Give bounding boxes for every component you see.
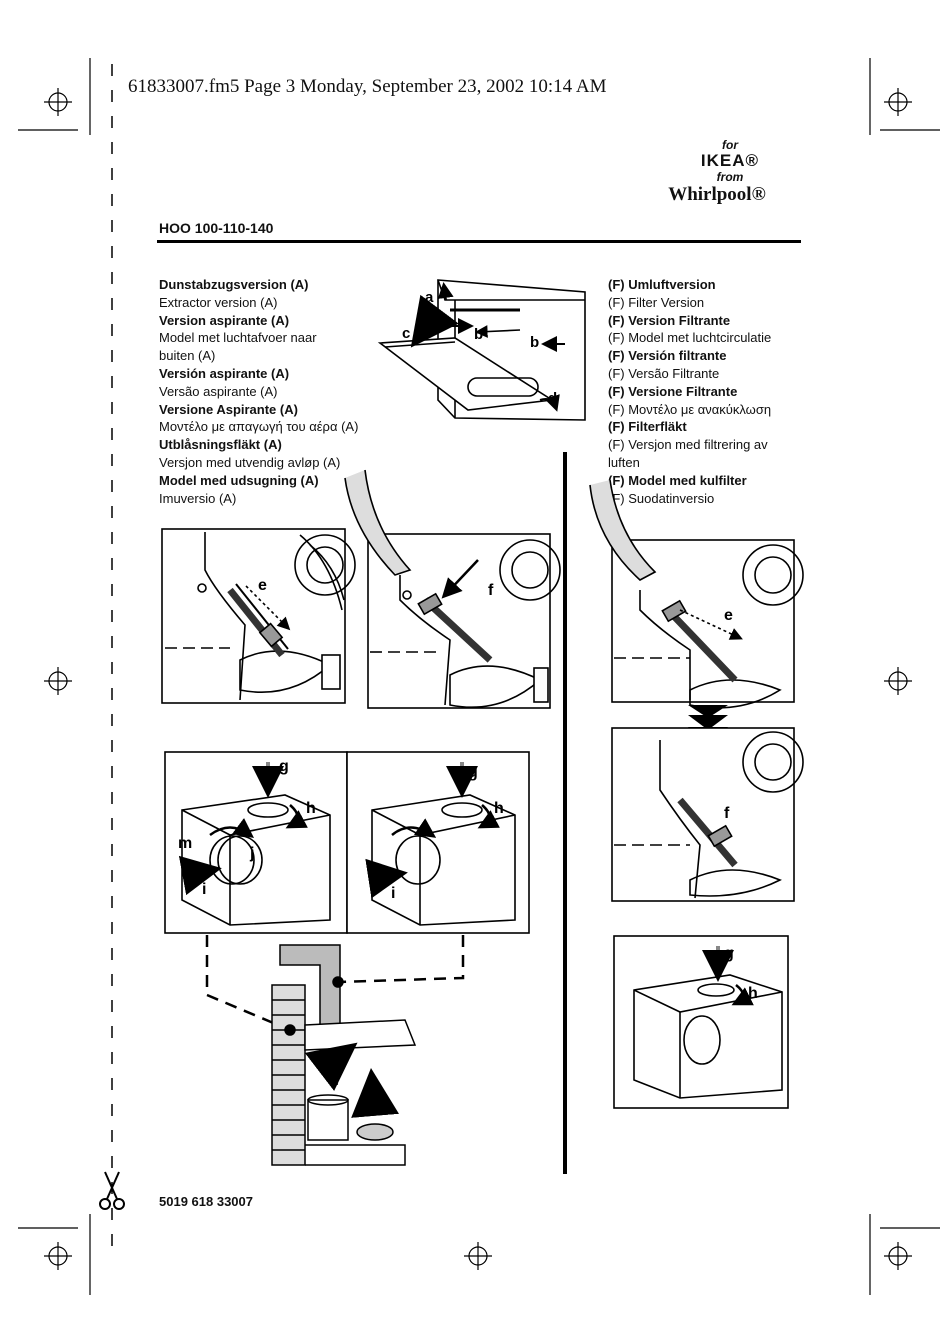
motor-panel-right	[346, 751, 530, 934]
label-e-right: e	[724, 607, 733, 624]
motor-panel-left-labels: g h m j i	[178, 758, 316, 898]
motor-panel-right-labels: g h i	[391, 764, 504, 902]
label-e-left: e	[258, 577, 267, 594]
document-number: 5019 618 33007	[159, 1194, 253, 1209]
language-line: Extractor version (A)	[159, 294, 278, 310]
label-f-right: f	[724, 805, 730, 822]
label-g1: g	[279, 758, 289, 775]
label-j: j	[249, 845, 254, 862]
language-line: Version aspirante (A)	[159, 312, 290, 328]
bulb-removal-panel-f	[344, 469, 561, 709]
title-rule	[157, 240, 801, 243]
language-line: Imuversio (A)	[159, 490, 237, 506]
label-b2: b	[530, 334, 539, 351]
language-line: Versión aspirante (A)	[159, 365, 290, 381]
label-i1: i	[202, 881, 206, 898]
brand-for: for	[722, 138, 738, 152]
label-f-left: f	[488, 582, 494, 599]
scissors-icon	[99, 1171, 125, 1210]
brand-ikea: IKEA®	[700, 151, 760, 170]
label-g3: g	[724, 945, 734, 962]
label-h3: h	[748, 985, 758, 1002]
hood-diagram	[377, 279, 586, 421]
language-line: (F) Version Filtrante	[608, 312, 731, 328]
language-line: (F) Filter Version	[608, 294, 705, 310]
language-line: Versão aspirante (A)	[159, 383, 278, 399]
language-line: (F) Model med kulfilter	[608, 472, 747, 488]
filter-bulb-panel-f	[611, 727, 804, 902]
language-line: buiten (A)	[159, 348, 216, 364]
filter-bulb-panel-e	[589, 479, 804, 709]
column-divider	[563, 452, 567, 1174]
filter-cover-labels: g h	[724, 945, 758, 1002]
language-line: Μοντέλο με απαγωγή του αέρα (A)	[159, 419, 359, 435]
language-line: (F) Versjon med filtrering av	[608, 437, 768, 453]
extractor-version-list: Dunstabzugsversion (A) Extractor version …	[159, 276, 358, 507]
language-line: Dunstabzugsversion (A)	[159, 277, 309, 292]
label-a: a	[425, 289, 434, 306]
language-line: (F) Filterfläkt	[608, 419, 687, 435]
label-b1: b	[474, 326, 483, 343]
language-line: (F) Versione Filtrante	[608, 383, 738, 399]
label-h1: h	[306, 800, 316, 817]
bulb-removal-panel-e	[161, 528, 356, 704]
brand-logo: for IKEA® from Whirlpool®	[668, 138, 790, 206]
filter-cover-panel	[613, 935, 789, 1109]
connection-lines	[205, 935, 465, 1032]
brand-whirlpool: Whirlpool®	[668, 184, 766, 205]
language-line: Versione Aspirante (A)	[159, 401, 298, 417]
language-line: (F) Versão Filtrante	[608, 365, 720, 381]
language-line: Model met luchtafvoer naar	[159, 330, 317, 346]
language-line: (F) Μοντέλο με ανακύκλωση	[608, 401, 772, 417]
language-line: luften	[608, 454, 640, 470]
language-line: Utblåsningsfläkt (A)	[159, 437, 282, 453]
language-line: Versjon med utvendig avløp (A)	[159, 454, 341, 470]
label-g2: g	[468, 764, 478, 781]
brand-from: from	[716, 170, 744, 184]
label-h2: h	[494, 800, 504, 817]
language-line: (F) Suodatinversio	[608, 490, 715, 506]
language-line: (F) Model met luchtcirculatie	[608, 330, 772, 346]
motor-panel-left	[164, 751, 348, 934]
label-d: d	[548, 390, 557, 407]
language-line: (F) Umluftversion	[608, 277, 716, 292]
installation-scene	[271, 944, 417, 1166]
filter-version-list: (F) Umluftversion (F) Filter Version (F) V…	[608, 276, 771, 507]
language-line: (F) Versión filtrante	[608, 348, 727, 364]
registration-marks	[44, 88, 912, 1270]
label-c: c	[402, 325, 410, 342]
label-i2: i	[391, 885, 395, 902]
hood-diagram-labels: a b c b d	[402, 289, 557, 407]
language-line: Model med udsugning (A)	[159, 472, 319, 488]
label-m: m	[178, 835, 192, 852]
crop-marks	[18, 58, 940, 1295]
file-header-line: 61833007.fm5 Page 3 Monday, September 23…	[128, 76, 607, 97]
model-number: HOO 100-110-140	[159, 220, 274, 236]
